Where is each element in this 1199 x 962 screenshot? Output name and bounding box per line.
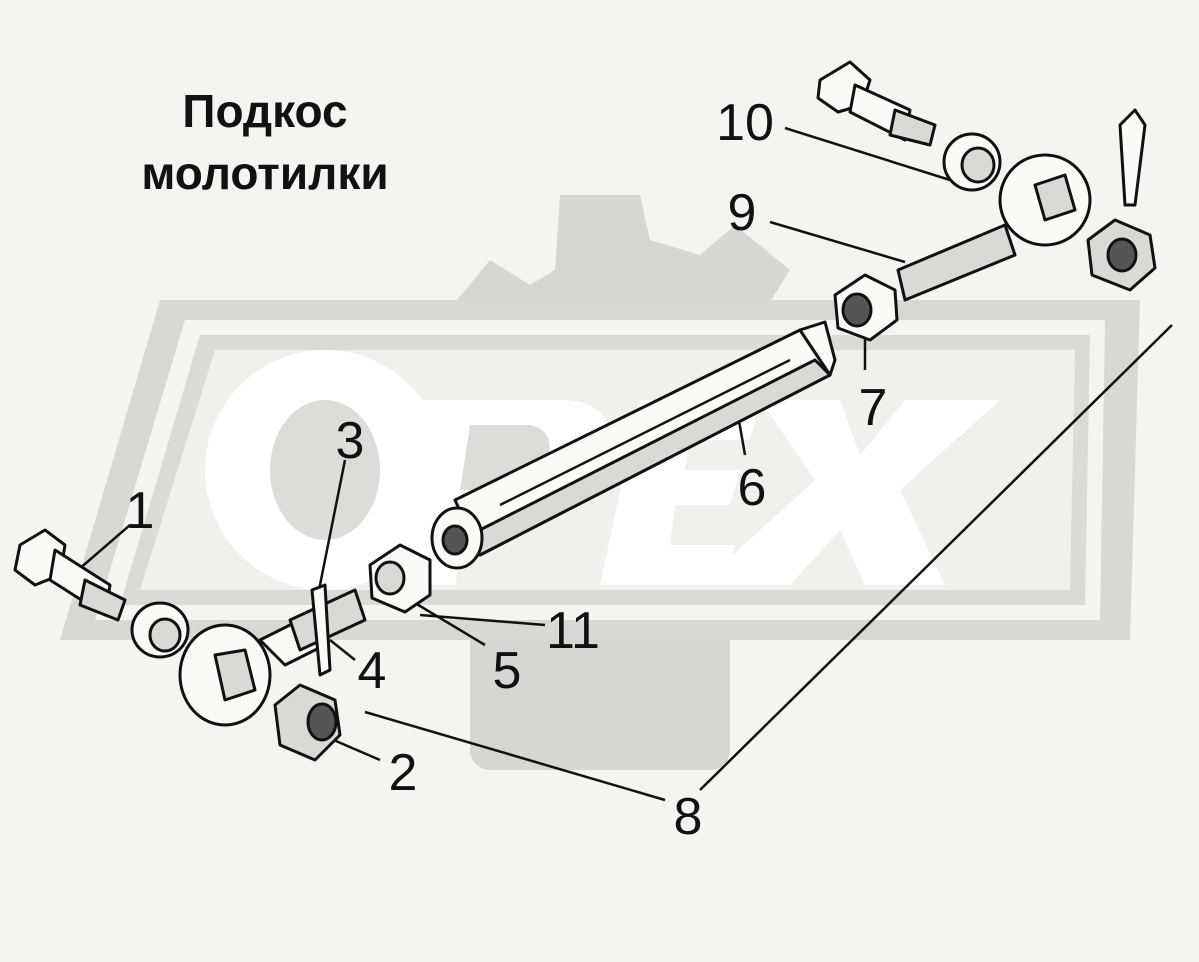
eye-end-right <box>896 153 1092 302</box>
callout-2: 2 <box>389 744 418 802</box>
bolt-part-1 <box>13 528 127 622</box>
eye-end-left <box>178 588 367 727</box>
hex-nut-part-7 <box>833 273 899 342</box>
title-line-1: Подкос <box>182 85 348 137</box>
hex-nut-part-5 <box>368 543 432 614</box>
callout-1: 1 <box>126 482 155 540</box>
callout-6: 6 <box>738 459 767 517</box>
callout-10: 10 <box>716 94 774 152</box>
callout-11: 11 <box>546 602 600 660</box>
cotter-pin-right <box>1118 108 1147 207</box>
tube-part-6 <box>430 320 837 570</box>
callout-3: 3 <box>336 412 365 470</box>
bolt-part-10 <box>816 60 937 147</box>
callout-5: 5 <box>493 642 522 700</box>
callout-labels: 1 2 3 4 5 6 7 8 9 10 11 <box>126 94 888 846</box>
callout-4: 4 <box>358 642 387 700</box>
castle-nut-part-2 <box>273 683 342 762</box>
callout-9: 9 <box>728 184 757 242</box>
title-line-2: молотилки <box>141 147 389 199</box>
bushing-right <box>942 132 1002 192</box>
castle-nut-right <box>1086 218 1157 292</box>
callout-7: 7 <box>859 379 888 437</box>
callout-8: 8 <box>674 788 703 846</box>
cotter-pin-part-3 <box>310 583 332 677</box>
bushing-left <box>130 601 190 659</box>
page-title: Подкос молотилки <box>100 80 430 204</box>
